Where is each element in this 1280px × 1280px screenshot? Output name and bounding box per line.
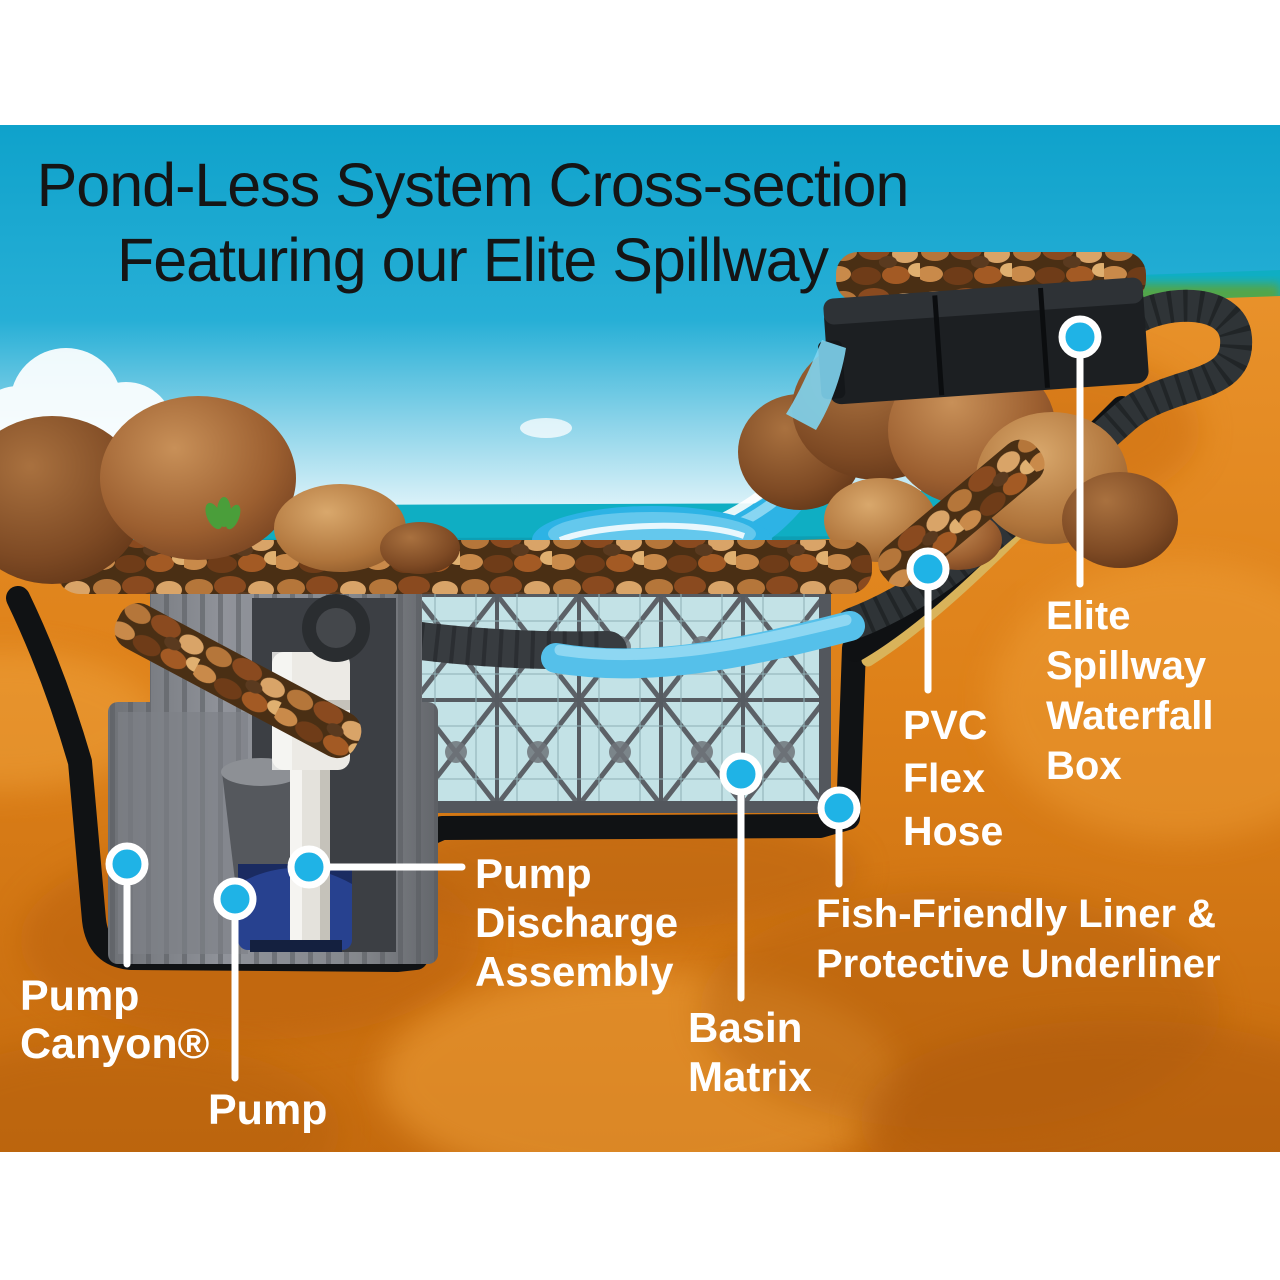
callout-dot-basin-matrix	[719, 752, 763, 796]
label-line: Discharge	[475, 899, 679, 946]
label-line: Box	[1046, 744, 1122, 788]
pump-canyon-vault	[108, 548, 439, 964]
callout-label-pump-canyon: Pump Canyon®	[20, 972, 209, 1068]
callout-label-pvc-flex-hose: PVC Flex Hose	[903, 699, 1003, 858]
callout-label-pump-discharge: Pump Discharge Assembly	[475, 849, 678, 996]
label-line: Flex	[903, 755, 986, 801]
plant-tuft	[205, 497, 241, 530]
label-line: Elite	[1046, 594, 1131, 638]
spillway-water-sheet	[786, 340, 846, 430]
label-line: Matrix	[688, 1053, 812, 1100]
callout-dot-pump-discharge	[287, 845, 331, 889]
callout-dot-liner	[817, 786, 861, 830]
label-line: Pump	[20, 972, 140, 1020]
label-line: Spillway	[1046, 644, 1207, 688]
callout-lines	[123, 352, 1084, 1082]
label-line: Assembly	[475, 948, 674, 995]
callout-label-elite-spillway: Elite Spillway Waterfall Box	[1046, 591, 1213, 791]
callout-dot-pump-canyon	[105, 842, 149, 886]
label-line: Fish-Friendly Liner &	[816, 892, 1217, 936]
callout-dot-pvc-flex-hose	[906, 547, 950, 591]
label-line: PVC	[903, 702, 988, 748]
label-line: Basin	[688, 1004, 803, 1051]
title-line-1: Pond-Less System Cross-section	[36, 151, 910, 219]
label-line: Protective Underliner	[816, 942, 1221, 986]
callout-label-liner: Fish-Friendly Liner & Protective Underli…	[816, 889, 1221, 989]
label-line: Pump	[475, 850, 592, 897]
callout-dots	[105, 315, 1102, 921]
label-line: Canyon®	[20, 1020, 210, 1068]
label-line: Waterfall	[1046, 694, 1214, 738]
boulders-left	[0, 396, 460, 584]
callout-label-pump: Pump	[208, 1086, 327, 1134]
title-line-2: Featuring our Elite Spillway	[116, 226, 829, 294]
label-line: Pump	[208, 1086, 328, 1134]
callout-label-basin-matrix: Basin Matrix	[688, 1003, 812, 1101]
callout-dot-pump	[213, 877, 257, 921]
label-line: Hose	[903, 808, 1004, 854]
diagram-title: Pond-Less System Cross-section Featuring…	[0, 148, 945, 298]
callout-dot-elite-spillway	[1058, 315, 1102, 359]
